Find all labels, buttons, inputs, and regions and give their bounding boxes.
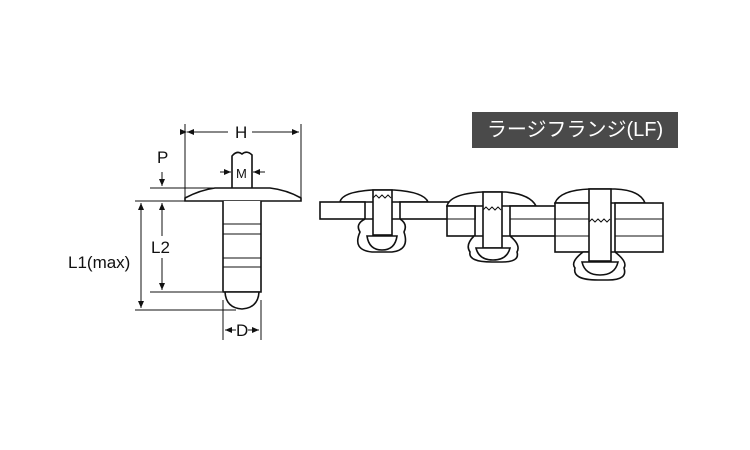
- rivet-dimension-drawing: H M P L1(max) L2 D: [62, 123, 302, 340]
- dim-label-m: M: [236, 166, 247, 181]
- dim-label-p: P: [157, 148, 168, 167]
- installed-rivet-thick: [553, 188, 664, 281]
- dim-label-l2: L2: [151, 238, 170, 257]
- dim-label-l1: L1(max): [68, 253, 130, 272]
- dim-label-h: H: [235, 123, 247, 142]
- dim-label-d: D: [236, 321, 248, 340]
- type-badge-large-flange: ラージフランジ(LF): [472, 112, 678, 148]
